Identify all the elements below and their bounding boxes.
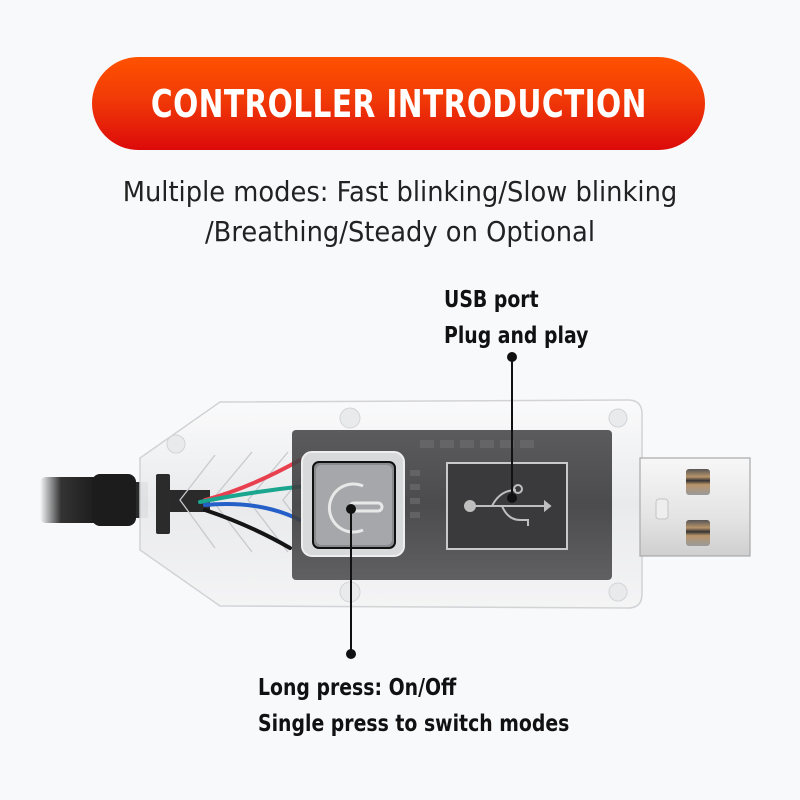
usb-port-callout-line2: Plug and play: [444, 323, 589, 349]
title-banner: CONTROLLER INTRODUCTION: [92, 57, 705, 150]
button-callout: Long press: On/Off Single press to switc…: [258, 670, 569, 742]
usb-a-plug: [639, 457, 751, 557]
button-leader-dot-top: [346, 504, 356, 514]
button-callout-line2: Single press to switch modes: [258, 711, 570, 737]
modes-description-line1: Multiple modes: Fast blinking/Slow blink…: [122, 175, 678, 208]
button-callout-line1: Long press: On/Off: [258, 675, 457, 701]
usb-port-leader-dot-bottom: [507, 493, 517, 503]
modes-description-line2: /Breathing/Steady on Optional: [204, 215, 596, 248]
usb-port-callout: USB port Plug and play: [444, 282, 588, 354]
button-leader-dot-bottom: [346, 649, 356, 659]
usb-port-callout-line1: USB port: [444, 287, 539, 313]
usb-port-leader-line: [511, 357, 513, 499]
usb-logo-window: [446, 462, 568, 550]
page-title: CONTROLLER INTRODUCTION: [150, 81, 647, 126]
button-leader-line: [350, 509, 352, 654]
usb-port-leader-dot-top: [507, 352, 517, 362]
usb-icon: [464, 484, 552, 526]
modes-description: Multiple modes: Fast blinking/Slow blink…: [0, 172, 800, 252]
cable: [40, 474, 148, 526]
